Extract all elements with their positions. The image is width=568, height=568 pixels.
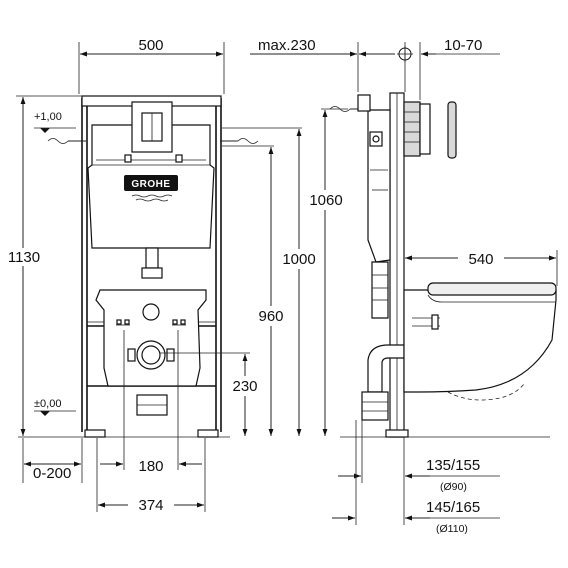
level-top-label: +1,00	[34, 111, 62, 123]
dim-135-155-label: 135/155	[426, 457, 480, 474]
dim-180: 180	[100, 330, 202, 475]
dim-1060-label: 1060	[309, 192, 342, 209]
dim-180-label: 180	[138, 458, 163, 475]
dim-10-70: 10-70	[397, 37, 500, 100]
dim-1000-label: 1000	[282, 251, 315, 268]
dim-135-155: 135/155 (Ø90)	[338, 420, 500, 525]
level-floor-label: ±0,00	[34, 398, 61, 410]
dim-960-label: 960	[258, 308, 283, 325]
dim-500-label: 500	[138, 37, 163, 54]
front-pan	[95, 289, 207, 416]
side-frame	[329, 92, 457, 438]
dim-230-label: 230	[232, 378, 257, 395]
dim-230: 230	[160, 352, 264, 436]
level-top-marker: +1,00	[34, 111, 76, 133]
dim-max-230-label: max.230	[258, 37, 316, 54]
dim-960: 960	[222, 145, 290, 436]
dim-540: 540	[405, 248, 558, 286]
dim-540-label: 540	[468, 251, 493, 268]
dim-1130-label: 1130	[8, 249, 40, 266]
dim-1130: 1130	[4, 95, 82, 436]
dim-1000: 1000	[222, 127, 322, 436]
dim-135-155-diameter: (Ø90)	[440, 481, 467, 493]
dim-374-label: 374	[138, 497, 163, 514]
level-floor-marker: ±0,00	[34, 398, 76, 416]
dim-10-70-label: 10-70	[444, 37, 482, 54]
cistern: GROHE	[87, 101, 215, 279]
dim-374: 374	[96, 438, 206, 514]
dim-145-165: 145/165 (Ø110)	[332, 420, 500, 535]
dim-0-200: 0-200	[22, 438, 83, 483]
dim-500: 500	[78, 37, 225, 94]
dim-1060: 1060	[300, 108, 350, 436]
dim-0-200-label: 0-200	[33, 465, 71, 482]
dim-145-165-diameter: (Ø110)	[436, 523, 468, 535]
dim-max-230: max.230	[250, 37, 395, 92]
dim-145-165-label: 145/165	[426, 499, 480, 516]
supply-indicators	[47, 138, 259, 144]
side-toilet-pan	[403, 282, 557, 401]
grohe-logo: GROHE	[131, 179, 170, 190]
